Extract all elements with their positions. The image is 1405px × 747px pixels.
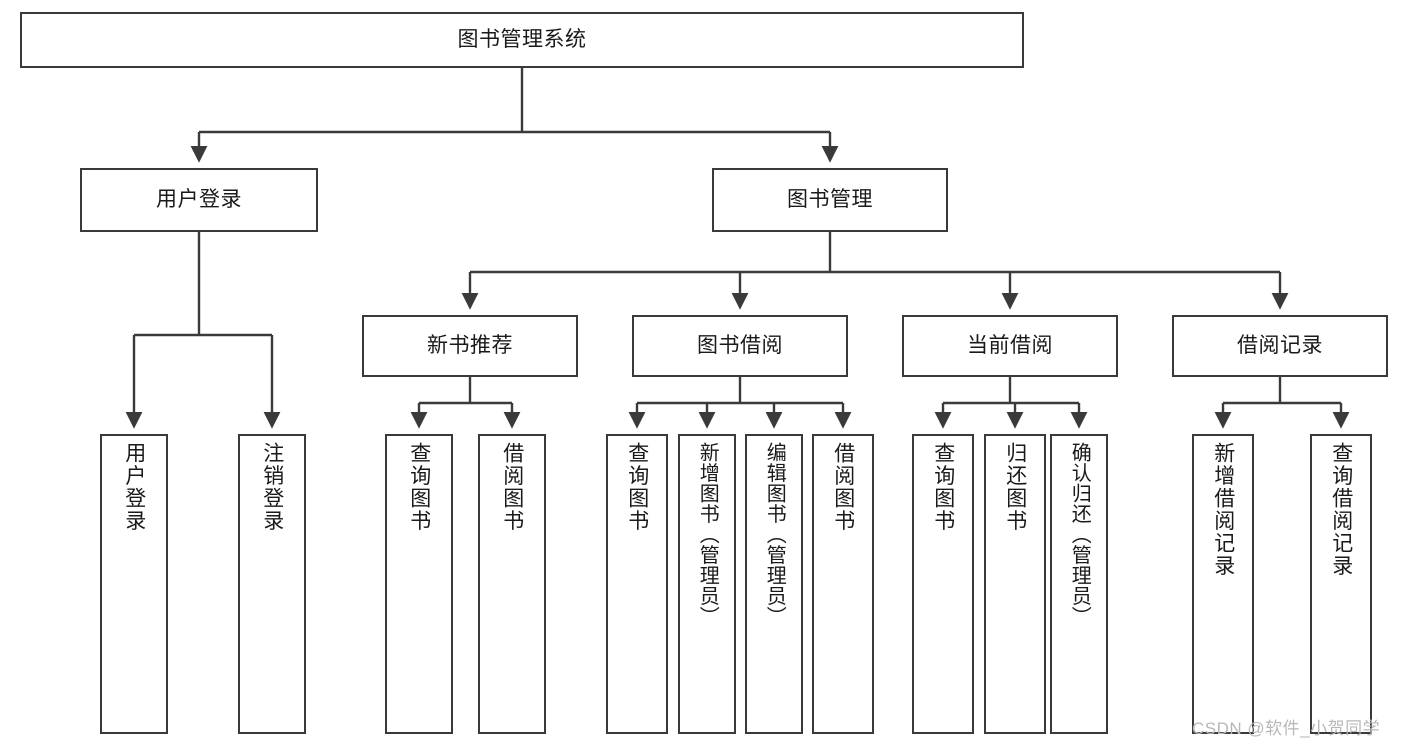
node-user-login-label: 用户登录 (156, 188, 242, 212)
node-leaf-user-login[interactable]: 用户登录 (100, 434, 168, 734)
node-leaf-query-book-2[interactable]: 查询图书 (606, 434, 668, 734)
node-leaf-add-book[interactable]: 新增图书（管理员） (678, 434, 736, 734)
node-current-borrow-label: 当前借阅 (967, 334, 1053, 358)
node-borrow-record[interactable]: 借阅记录 (1172, 315, 1388, 377)
node-leaf-query-book-1[interactable]: 查询图书 (385, 434, 453, 734)
node-leaf-borrow-book-1-label: 借阅图书 (500, 442, 524, 532)
node-leaf-query-book-1-label: 查询图书 (407, 442, 431, 532)
node-leaf-logout[interactable]: 注销登录 (238, 434, 306, 734)
node-leaf-add-record-label: 新增借阅记录 (1211, 442, 1235, 577)
node-leaf-add-record[interactable]: 新增借阅记录 (1192, 434, 1254, 734)
node-user-login[interactable]: 用户登录 (80, 168, 318, 232)
node-leaf-logout-label: 注销登录 (260, 442, 284, 532)
node-leaf-edit-book-label: 编辑图书（管理员） (763, 442, 786, 627)
node-leaf-query-book-3[interactable]: 查询图书 (912, 434, 974, 734)
node-leaf-confirm-return-label: 确认归还（管理员） (1068, 442, 1091, 627)
node-leaf-borrow-book-2-label: 借阅图书 (831, 442, 855, 532)
node-book-manage[interactable]: 图书管理 (712, 168, 948, 232)
node-leaf-add-book-label: 新增图书（管理员） (696, 442, 719, 627)
node-book-borrow-label: 图书借阅 (697, 334, 783, 358)
node-new-book-recommend-label: 新书推荐 (427, 334, 513, 358)
node-leaf-borrow-book-1[interactable]: 借阅图书 (478, 434, 546, 734)
node-root-label: 图书管理系统 (457, 28, 587, 52)
node-leaf-return-book-label: 归还图书 (1003, 442, 1027, 532)
node-leaf-query-book-2-label: 查询图书 (625, 442, 649, 532)
node-leaf-query-book-3-label: 查询图书 (931, 442, 955, 532)
node-book-borrow[interactable]: 图书借阅 (632, 315, 848, 377)
node-leaf-confirm-return[interactable]: 确认归还（管理员） (1050, 434, 1108, 734)
node-leaf-query-record[interactable]: 查询借阅记录 (1310, 434, 1372, 734)
node-leaf-return-book[interactable]: 归还图书 (984, 434, 1046, 734)
node-current-borrow[interactable]: 当前借阅 (902, 315, 1118, 377)
node-borrow-record-label: 借阅记录 (1237, 334, 1323, 358)
csdn-watermark: CSDN @软件_小贺同学 (1192, 719, 1381, 738)
node-leaf-user-login-label: 用户登录 (122, 442, 146, 532)
node-new-book-recommend[interactable]: 新书推荐 (362, 315, 578, 377)
node-leaf-query-record-label: 查询借阅记录 (1329, 442, 1353, 577)
node-leaf-borrow-book-2[interactable]: 借阅图书 (812, 434, 874, 734)
node-root[interactable]: 图书管理系统 (20, 12, 1024, 68)
node-leaf-edit-book[interactable]: 编辑图书（管理员） (745, 434, 803, 734)
node-book-manage-label: 图书管理 (787, 188, 873, 212)
